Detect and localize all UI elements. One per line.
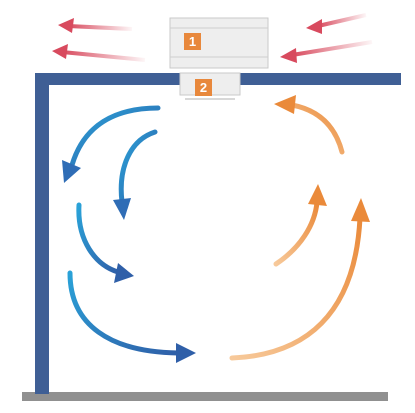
- arrow-left-icon: [280, 40, 373, 63]
- arrow-left-icon: [306, 13, 367, 34]
- callout-badge-1: [184, 33, 201, 50]
- curved-arrow-icon: [229, 198, 370, 361]
- curved-arrow-icon: [62, 105, 161, 183]
- warm-air-circulation: [229, 95, 370, 361]
- cool-air-circulation: [62, 105, 196, 363]
- exhaust-arrows-right: [280, 13, 373, 63]
- arrow-left-icon: [58, 18, 133, 33]
- wall-left: [35, 73, 49, 394]
- callout-label-1: 1: [189, 34, 196, 49]
- curved-arrow-icon: [273, 184, 327, 267]
- curved-arrow-icon: [274, 95, 345, 155]
- arrow-left-icon: [52, 44, 146, 62]
- floor: [22, 392, 388, 401]
- callout-badge-2: [195, 79, 212, 96]
- callout-label-2: 2: [200, 80, 207, 95]
- curved-arrow-icon: [76, 202, 134, 283]
- unit-outdoor: 1: [169, 17, 269, 69]
- curved-arrow-icon: [67, 270, 196, 363]
- unit-ceiling: 2: [179, 72, 241, 100]
- curved-arrow-icon: [113, 129, 158, 220]
- exhaust-arrows-left: [52, 18, 146, 62]
